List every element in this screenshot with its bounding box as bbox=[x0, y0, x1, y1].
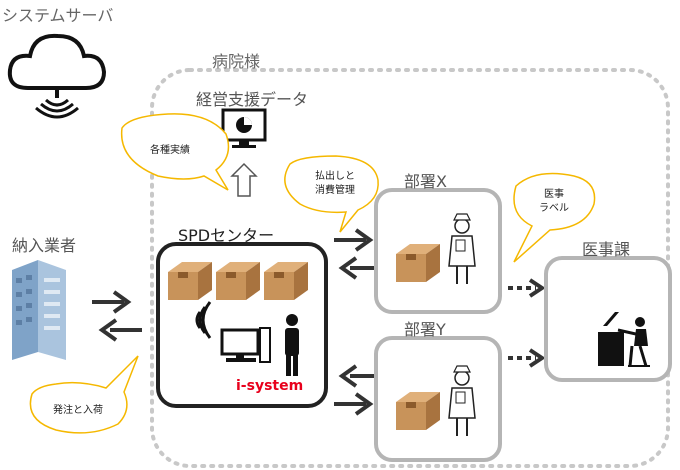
bubble-order bbox=[29, 355, 139, 434]
supplier-arrows bbox=[92, 290, 142, 342]
wifi-icon bbox=[195, 301, 212, 339]
dept-y-label: 部署Y bbox=[404, 320, 446, 339]
building-icon bbox=[12, 260, 66, 360]
system-server-label: システムサーバ bbox=[2, 6, 114, 25]
monitor-chart-icon bbox=[221, 108, 267, 148]
i-system-label: i-system bbox=[236, 378, 304, 394]
management-data-label: 経営支援データ bbox=[196, 90, 309, 109]
up-arrow-icon bbox=[230, 162, 258, 197]
bubble-various-records bbox=[120, 113, 230, 191]
supplier-label: 納入業者 bbox=[12, 236, 77, 255]
computer-icon bbox=[220, 327, 271, 363]
speech-bubbles bbox=[29, 113, 596, 434]
bubble-order-text: 発注と入荷 bbox=[53, 405, 103, 416]
bubble-payout-text-2: 消費管理 bbox=[315, 185, 355, 196]
person-icon bbox=[285, 314, 299, 376]
bubble-various-records-text: 各種実績 bbox=[150, 145, 190, 156]
desk-worker-icon bbox=[598, 312, 650, 367]
spd-center-label: SPDセンター bbox=[178, 226, 275, 245]
bubble-med-label-text-1: 医事 bbox=[544, 189, 564, 200]
bubble-med-label-text-2: ラベル bbox=[539, 203, 569, 214]
hospital-label: 病院様 bbox=[212, 52, 261, 71]
spd-depty-arrows bbox=[334, 364, 382, 416]
dotted-arrows bbox=[508, 278, 546, 368]
spd-deptx-arrows bbox=[334, 228, 382, 280]
dept-x-label: 部署X bbox=[404, 172, 447, 191]
medical-affairs-box bbox=[544, 256, 672, 382]
medical-affairs-label: 医事課 bbox=[582, 240, 631, 259]
bubble-payout bbox=[284, 155, 379, 233]
cloud-server-icon bbox=[7, 33, 107, 119]
bubble-payout-text-1: 払出しと bbox=[315, 171, 355, 182]
bubble-med-label bbox=[513, 172, 596, 263]
